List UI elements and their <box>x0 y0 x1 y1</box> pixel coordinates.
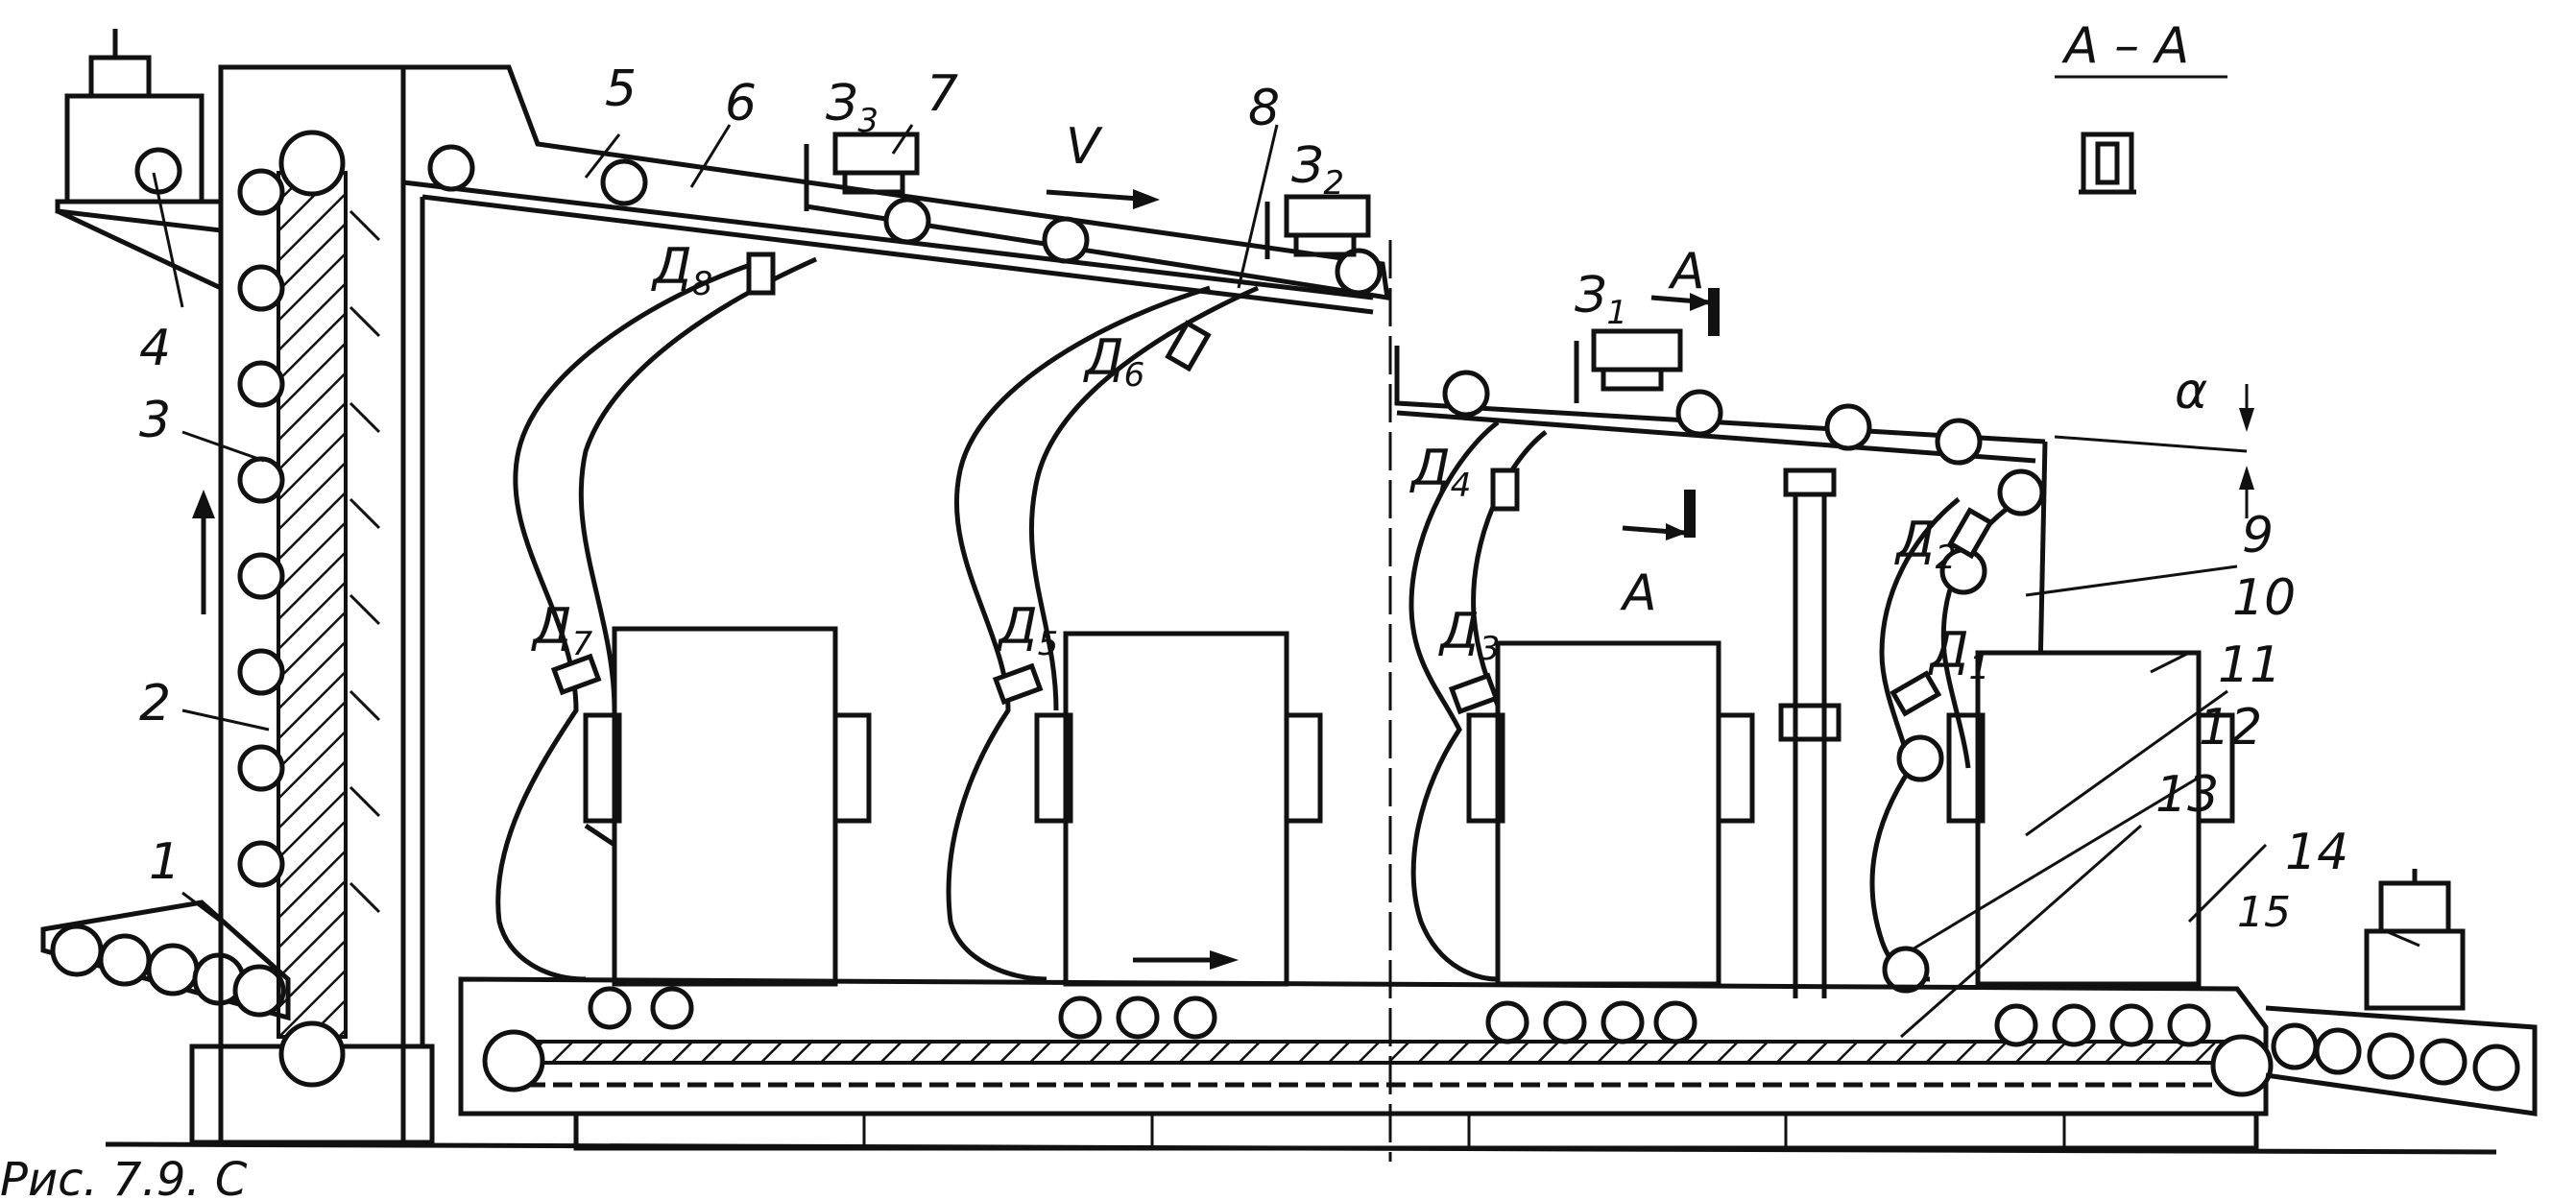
angle-label: α <box>2175 363 2207 420</box>
label-10: 10 <box>2232 569 2296 627</box>
support-column <box>1778 468 1842 998</box>
label-13: 13 <box>2155 766 2219 824</box>
section-mark-top <box>1650 288 1720 336</box>
stop-z1 <box>1574 328 1683 403</box>
label-9: 9 <box>2242 507 2274 564</box>
rolling-machine-2 <box>946 285 1323 987</box>
section-detail <box>2055 75 2227 195</box>
label-8: 8 <box>1248 80 1280 137</box>
sensor-d4-label: Д4 <box>1409 440 1471 505</box>
label-12: 12 <box>2199 699 2262 756</box>
stop-z3 <box>804 132 920 211</box>
label-3: 3 <box>139 392 171 449</box>
upper-frame <box>400 64 2048 1162</box>
lower-conveyor <box>458 950 2274 1116</box>
sensor-d2-icon <box>1947 507 1994 560</box>
section-title: А – А <box>2061 17 2189 75</box>
callout-leaders <box>152 124 2420 1039</box>
label-11: 11 <box>2218 636 2281 694</box>
sensor-d1-icon <box>1890 670 1942 717</box>
label-6: 6 <box>725 75 757 132</box>
label-4: 4 <box>139 320 171 377</box>
sensor-d6-icon <box>1165 320 1212 372</box>
stop-z2-label: З2 <box>1291 137 1344 203</box>
feed-chute <box>40 900 291 1021</box>
velocity-arrow <box>1046 189 1160 209</box>
stop-z3-label: З3 <box>826 75 879 140</box>
rolling-machine-1 <box>495 256 872 987</box>
sensor-d7-icon <box>550 653 602 696</box>
label-2: 2 <box>139 675 171 732</box>
sensor-d2-label: Д2 <box>1894 512 1956 577</box>
sensor-d3-label: Д3 <box>1438 603 1500 668</box>
sensor-d6-label: Д6 <box>1083 329 1144 395</box>
outfeed-conveyor <box>2265 869 2538 1116</box>
stop-z1-label: З1 <box>1575 267 1627 332</box>
section-mark-bottom-label: А <box>1620 564 1657 622</box>
figure-caption: Рис. 7.9. С <box>0 1153 248 1200</box>
elevator-drive <box>55 29 224 291</box>
rolling-machine-4 <box>1869 497 2235 994</box>
vertical-elevator <box>189 64 435 1145</box>
stop-z2 <box>1264 194 1371 259</box>
section-mark-top-label: А <box>1668 243 1705 300</box>
section-mark-bottom <box>1622 490 1696 540</box>
sensor-d3-icon <box>1448 672 1500 715</box>
sensor-d1-label: Д1 <box>1928 622 1989 687</box>
angle-marker <box>2054 384 2254 518</box>
label-15: 15 <box>2237 888 2291 937</box>
label-5: 5 <box>605 60 637 118</box>
label-14: 14 <box>2285 824 2348 881</box>
sensor-d7-label: Д7 <box>531 598 593 663</box>
label-1: 1 <box>149 833 181 891</box>
label-7: 7 <box>927 65 958 123</box>
floor-foundation <box>105 1111 2497 1155</box>
sensor-d4-icon <box>1490 468 1520 512</box>
sensor-d5-icon <box>992 662 1044 706</box>
sensor-d5-label: Д5 <box>997 598 1058 663</box>
sensor-d8-label: Д8 <box>651 238 712 303</box>
velocity-label: V <box>1066 118 1103 176</box>
sensor-d8-icon <box>746 252 776 296</box>
